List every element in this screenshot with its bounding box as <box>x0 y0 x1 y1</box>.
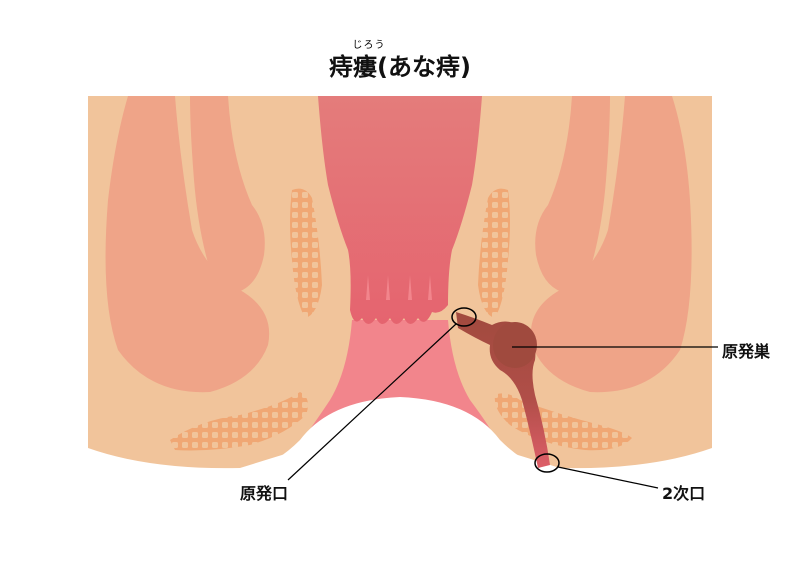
right-outer-muscle <box>530 96 692 393</box>
secondary-opening-marker <box>534 453 560 473</box>
label-primary-abscess: 原発巣 <box>722 342 771 361</box>
primary-opening-leader <box>287 323 457 481</box>
label-secondary-opening: 2次口 <box>662 484 706 503</box>
left-internal-sphincter <box>290 188 322 318</box>
left-inner-muscle <box>190 96 265 292</box>
title-block: じろう 痔瘻(あな痔) <box>0 40 800 82</box>
rectum <box>318 96 482 324</box>
primary-opening-marker <box>451 307 477 327</box>
secondary-opening-leader <box>557 466 659 489</box>
right-internal-sphincter <box>478 188 510 318</box>
anal-crypts <box>366 275 432 300</box>
perineum-cutout <box>0 397 800 565</box>
left-external-sphincter <box>170 392 308 451</box>
label-primary-opening: 原発口 <box>240 484 289 503</box>
primary-abscess-blob <box>493 322 537 368</box>
left-outer-muscle <box>105 96 270 393</box>
page-title: 痔瘻(あな痔) <box>329 53 471 81</box>
title-ruby: じろう <box>352 40 386 51</box>
right-inner-muscle <box>535 96 610 292</box>
